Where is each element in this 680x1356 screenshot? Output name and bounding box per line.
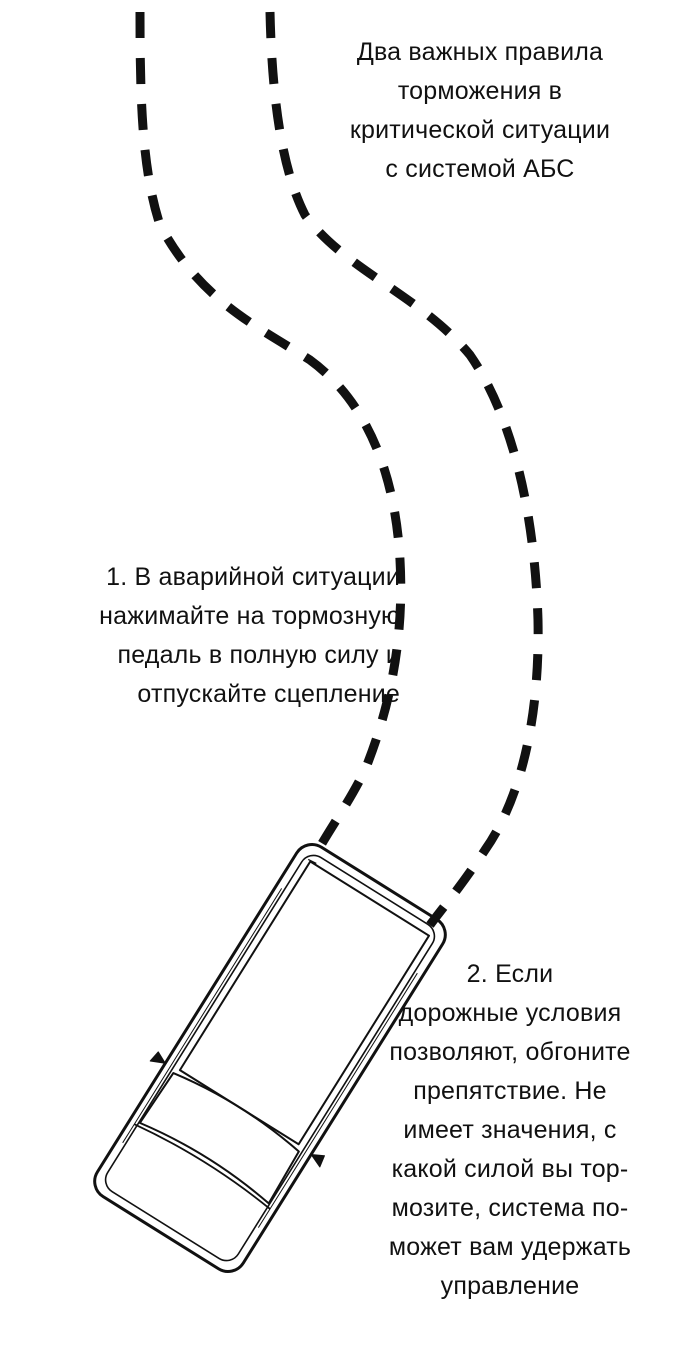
rule-two-line: какой силой вы тор-	[391, 1155, 629, 1183]
rule-two-line: может вам удержать	[388, 1233, 632, 1261]
rule-one-line: нажимайте на тормозную	[99, 602, 400, 630]
title-line: с системой АБС	[385, 155, 575, 183]
car-windshield	[138, 1072, 300, 1205]
car-side-line-left	[122, 888, 283, 1144]
rule-two-line: 2. Если	[466, 960, 554, 988]
right-mirror	[310, 1153, 325, 1168]
diagram-title: Два важных правила торможения в критичес…	[300, 33, 660, 189]
rule-two-line: управление	[440, 1272, 580, 1300]
left-dashed-track	[135, 11, 406, 864]
rule-two-line: имеет значения, с	[403, 1116, 617, 1144]
car-side-line-right	[257, 972, 418, 1228]
car-body-inner	[104, 854, 436, 1262]
right-dashed-track	[265, 11, 543, 928]
rule-two-caption: 2. Если дорожные условия позволяют, обго…	[352, 955, 668, 1306]
rule-two-line: препятствие. Не	[413, 1077, 607, 1105]
rule-one-line: педаль в полную силу и	[117, 641, 400, 669]
rule-one-line: 1. В аварийной ситуации	[106, 563, 400, 591]
rule-two-line: мозите, система по-	[391, 1194, 629, 1222]
rule-one-caption: 1. В аварийной ситуации нажимайте на тор…	[20, 558, 400, 714]
rule-two-line: позволяют, обгоните	[389, 1038, 631, 1066]
title-line: критической ситуации	[349, 116, 611, 144]
title-line: торможения в	[397, 77, 563, 105]
rule-two-line: дорожные условия	[398, 999, 622, 1027]
car-top-view	[93, 843, 447, 1273]
car-hood-line	[133, 1123, 271, 1210]
left-mirror	[149, 1051, 166, 1064]
title-line: Два важных правила	[356, 38, 604, 66]
car-roof-outline	[178, 860, 430, 1146]
rule-one-line: отпускайте сцепление	[137, 680, 400, 708]
car-body-outer	[93, 843, 447, 1273]
